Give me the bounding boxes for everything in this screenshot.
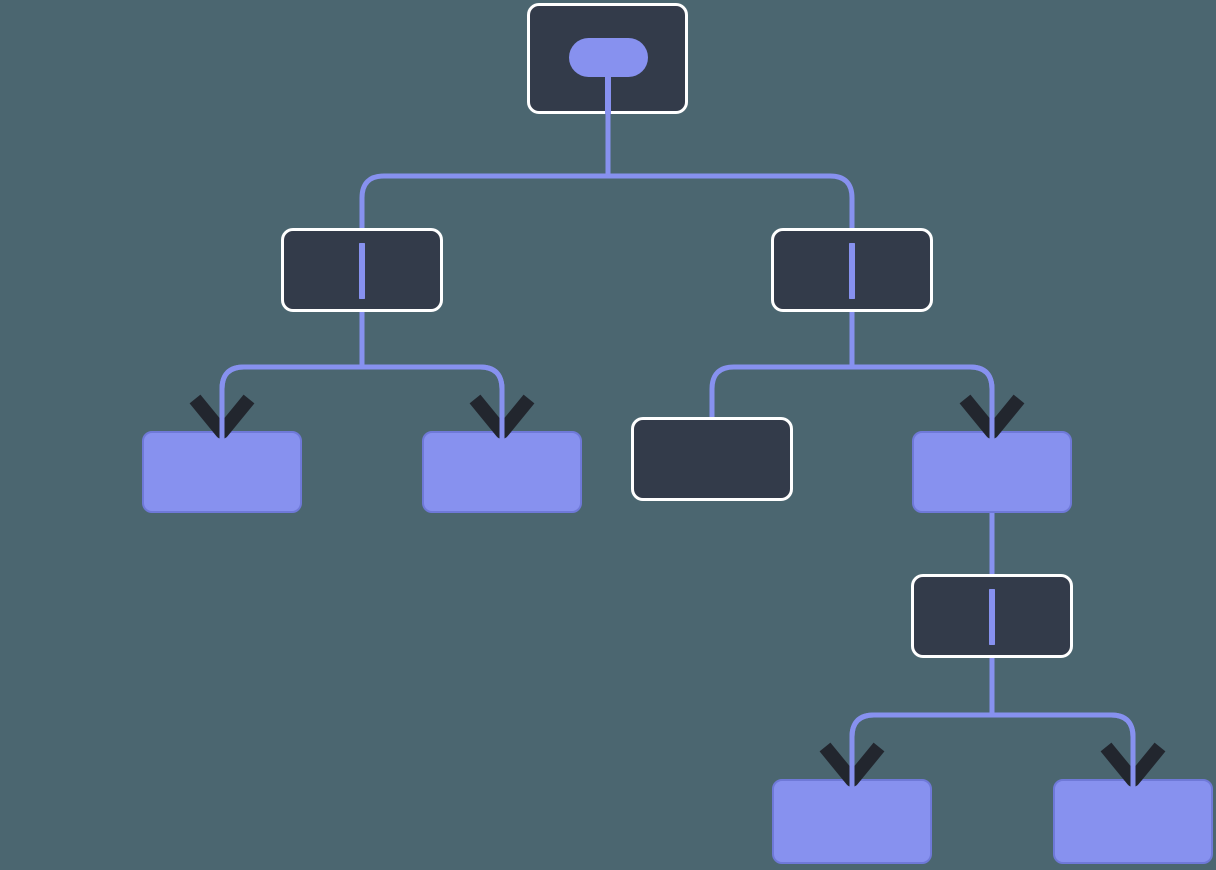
level2-leaf-b-node[interactable] [422,431,582,513]
node-caret-marker-icon [849,243,855,299]
level4-leaf-a-node[interactable] [772,779,932,864]
level2-leaf-a-node[interactable] [142,431,302,513]
edge-root-to-level1-left [359,173,608,228]
level2-branch-node[interactable] [912,431,1072,513]
level2-dark-node[interactable] [631,417,793,501]
edge-level1-right-to-dark-node [709,364,852,417]
node-caret-marker-icon [359,243,365,299]
node-caret-marker-icon [989,589,995,645]
edge-root-to-level1-right [608,173,855,312]
level4-leaf-b-node[interactable] [1053,779,1213,864]
root-stem-connector [605,70,611,114]
